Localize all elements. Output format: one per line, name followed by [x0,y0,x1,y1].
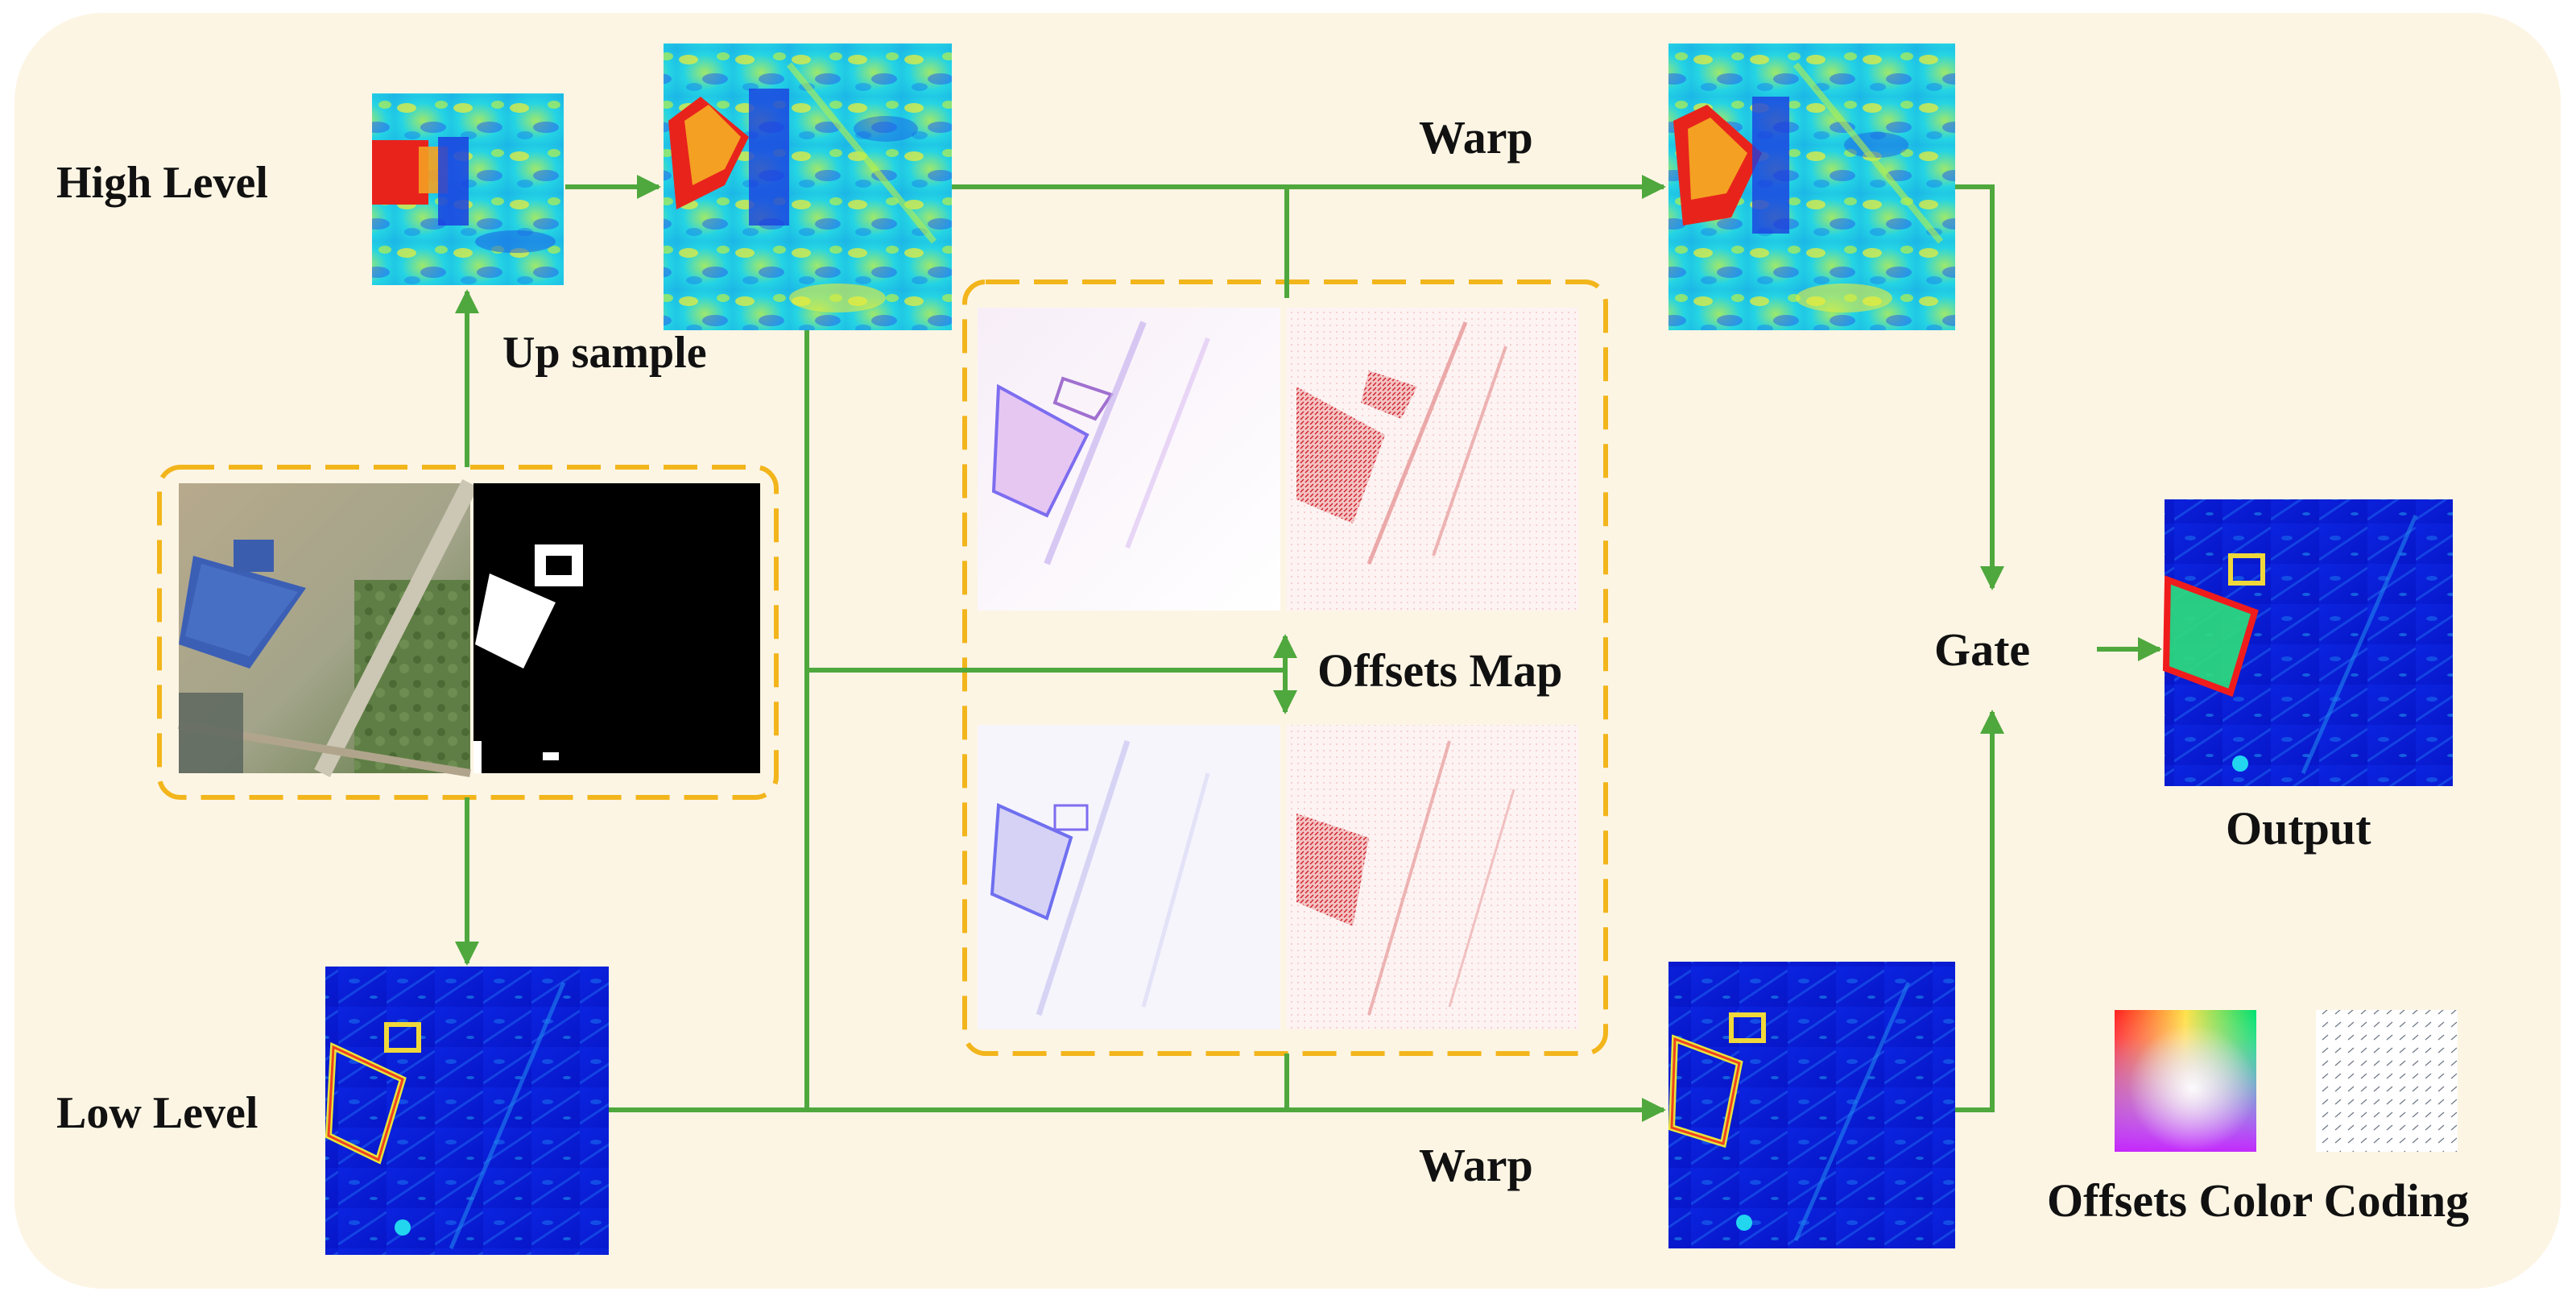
offsets-color-coding-label: Offsets Color Coding [2047,1174,2469,1227]
offset-flow-top [978,308,1280,611]
gate-label: Gate [1934,623,2030,676]
offset-arrows-top [1287,308,1578,611]
high-level-label: High Level [56,158,268,208]
input-mask-image [473,483,760,773]
warped-low-feature-map [1668,962,1955,1248]
arrow-warped-high-to-gate [1955,184,2004,590]
input-satellite-image [178,478,478,778]
warp-top-label: Warp [1419,111,1533,164]
connectors [455,175,2162,1122]
output-label: Output [2226,802,2371,855]
arrow-grid-icon [2316,1010,2458,1152]
upsampled-feature-map [664,43,952,330]
low-level-label: Low Level [56,1088,258,1138]
offset-flow-bottom [978,725,1280,1029]
offset-arrows-bottom [1287,725,1578,1029]
arrow-warped-low-to-gate [1955,710,2004,1112]
color-wheel-icon [2115,1010,2256,1152]
output-feature-map [2162,499,2453,786]
high-level-feature-map [372,32,564,285]
offsets-map-label: Offsets Map [1317,644,1562,697]
up-sample-label: Up sample [502,328,707,378]
low-level-feature-map [325,967,609,1255]
warp-bottom-label: Warp [1419,1139,1533,1191]
warped-high-feature-map [1668,43,1955,330]
